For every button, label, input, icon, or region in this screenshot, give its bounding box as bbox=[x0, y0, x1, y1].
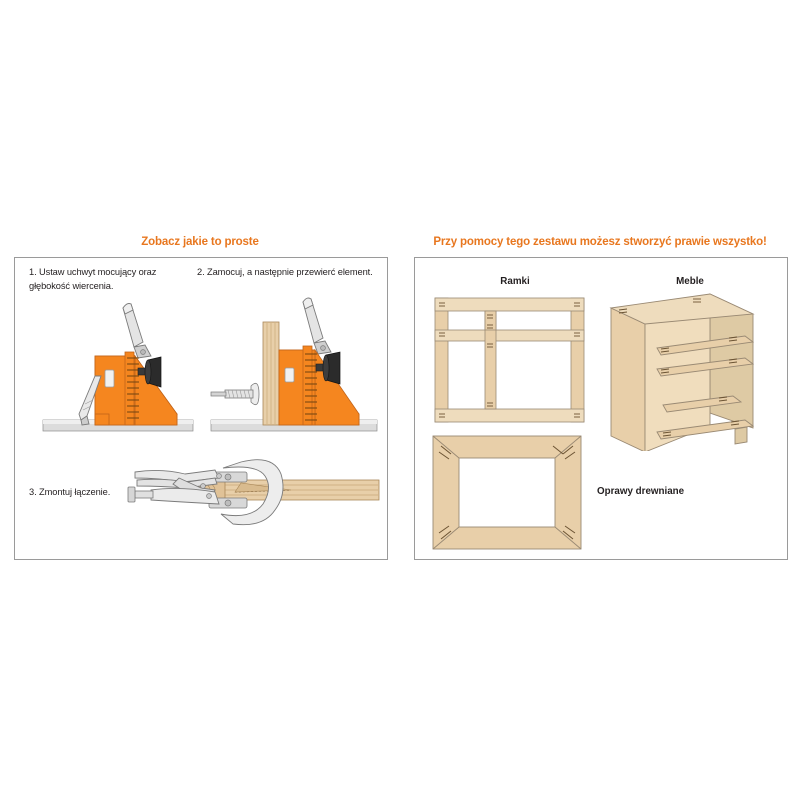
item-label-ramki: Ramki bbox=[500, 276, 530, 287]
applications-panel-inner: Ramki Meble Oprawy drewniane bbox=[415, 258, 787, 559]
jig-body bbox=[94, 354, 178, 426]
clamp-jig-drilling-illustration bbox=[210, 297, 378, 432]
clamp-arm bbox=[78, 375, 102, 426]
lever-handle bbox=[302, 297, 332, 355]
right-panel-heading: Przy pomocy tego zestawu możesz stworzyć… bbox=[433, 236, 767, 248]
lever-handle bbox=[122, 303, 152, 359]
wooden-frame-illustration bbox=[434, 297, 585, 423]
pocket-hole-markers bbox=[438, 445, 576, 540]
item-label-meble: Meble bbox=[676, 276, 704, 287]
adjustment-knob bbox=[315, 351, 341, 385]
clamp-handle bbox=[127, 486, 220, 505]
item-label-oprawy: Oprawy drewniane bbox=[597, 486, 685, 497]
step-2-caption: 2. Zamocuj, a następnie przewierć elemen… bbox=[197, 267, 373, 277]
locking-clamp-joint-illustration bbox=[127, 459, 380, 526]
drill-guide-column bbox=[124, 351, 139, 426]
drill-bit bbox=[210, 382, 260, 406]
step-1-caption: 1. Ustaw uchwyt mocujący oraz głębokość … bbox=[29, 267, 157, 291]
drill-guide-column bbox=[302, 345, 317, 426]
instructions-panel: 1. Ustaw uchwyt mocujący oraz głębokość … bbox=[14, 257, 388, 560]
clamped-workpiece bbox=[262, 321, 280, 426]
step-3-caption: 3. Zmontuj łączenie. bbox=[29, 487, 111, 497]
cabinet-carcass-illustration bbox=[609, 293, 755, 451]
applications-panel: Ramki Meble Oprawy drewniane bbox=[414, 257, 788, 560]
pocket-hole-markers bbox=[618, 298, 740, 437]
left-panel-heading: Zobacz jakie to proste bbox=[141, 236, 259, 248]
jig-body bbox=[278, 348, 360, 426]
instructions-panel-inner: 1. Ustaw uchwyt mocujący oraz głębokość … bbox=[15, 258, 387, 559]
c-clamp-frame bbox=[220, 459, 284, 526]
adjustment-knob bbox=[137, 356, 162, 388]
picture-frame-illustration bbox=[432, 435, 582, 550]
clamp-jig-setup-illustration bbox=[42, 303, 194, 432]
pocket-hole-markers bbox=[439, 302, 580, 418]
